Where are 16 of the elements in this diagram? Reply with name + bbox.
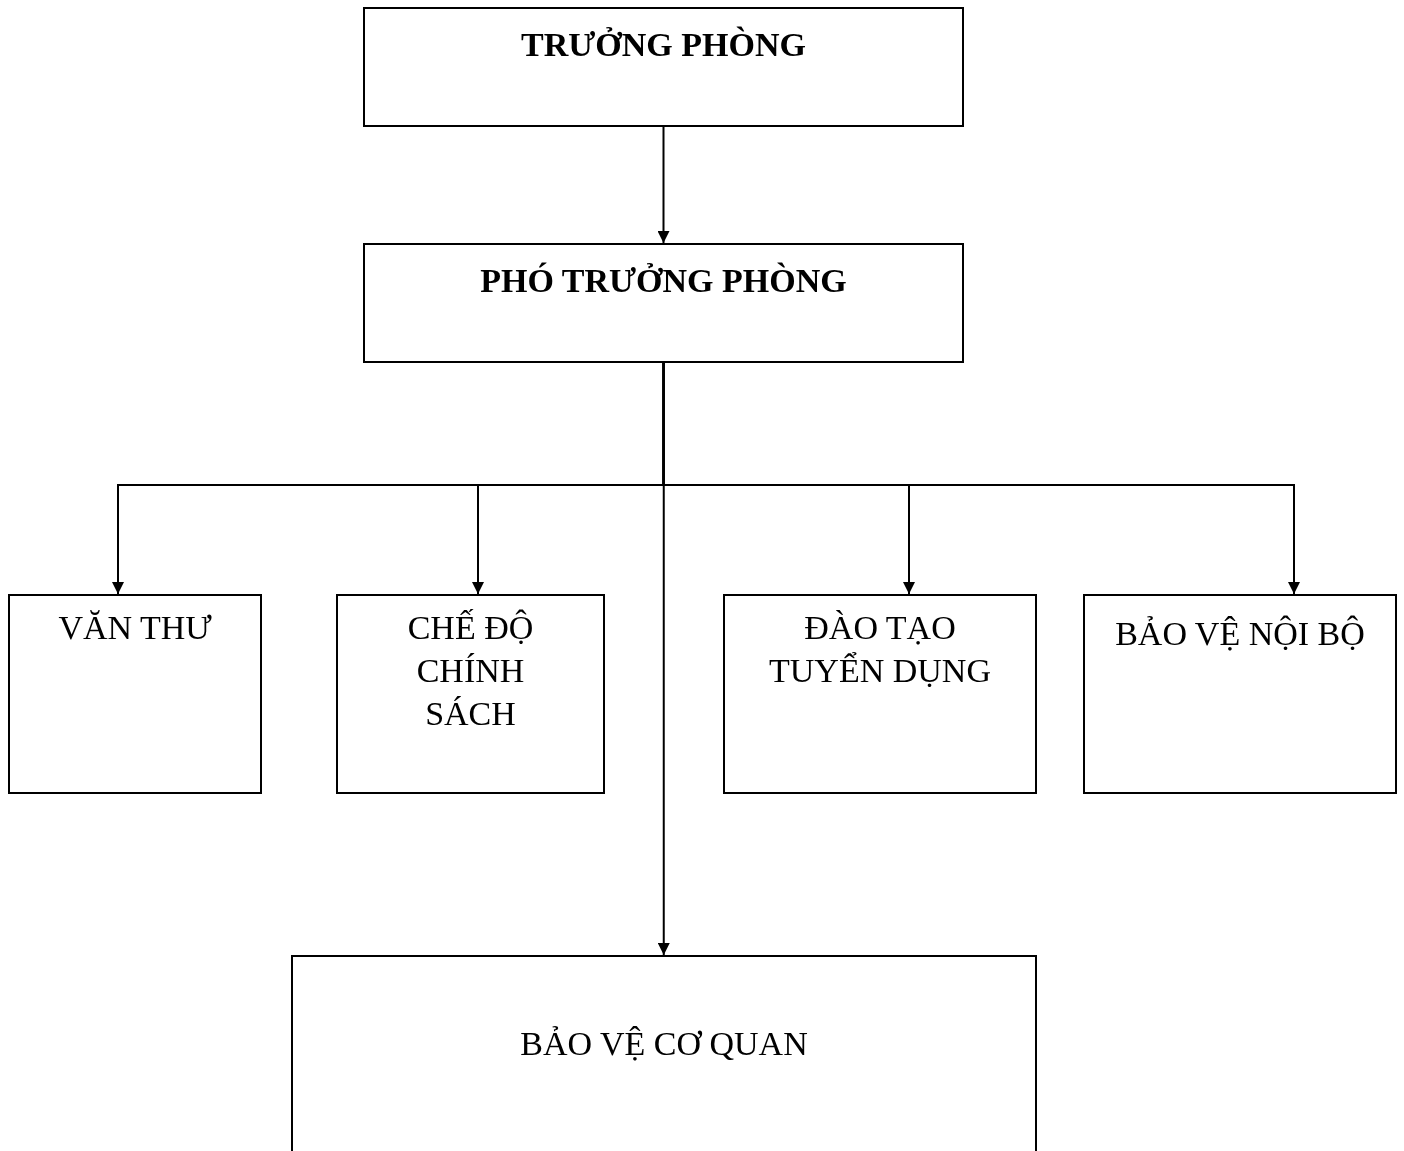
box-label: PHÓ TRƯỞNG PHÒNG	[480, 261, 847, 301]
org-box	[8, 594, 262, 794]
box-label: ĐÀO TẠO TUYỂN DỤNG	[768, 608, 992, 691]
org-box	[363, 7, 964, 127]
box-label: VĂN THƯ	[58, 608, 212, 648]
org-box	[1083, 594, 1397, 794]
org-box	[723, 594, 1037, 794]
arrow	[657, 362, 670, 956]
box-label: BẢO VỆ CƠ QUAN	[520, 1024, 808, 1064]
arrow	[657, 126, 670, 244]
org-box	[336, 594, 605, 794]
box-label: TRƯỞNG PHÒNG	[521, 25, 806, 65]
org-box	[363, 243, 964, 363]
box-label: CHẾ ĐỘ CHÍNH SÁCH	[406, 608, 535, 734]
box-label: BẢO VỆ NỘI BỘ	[1115, 614, 1365, 654]
org-box	[291, 955, 1037, 1151]
